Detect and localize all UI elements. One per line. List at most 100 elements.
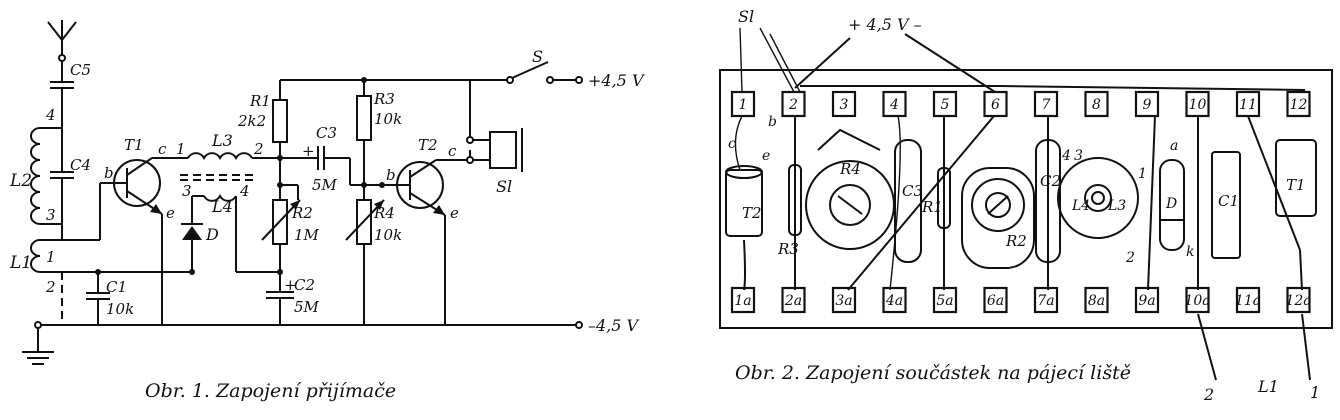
bottom-pad-6a: 6a <box>983 286 1008 314</box>
supply-wires <box>739 27 1306 93</box>
label-fig2-k: k <box>1186 244 1194 260</box>
label-r4: R4 <box>373 204 395 222</box>
label-fig2-a: a <box>1170 138 1178 154</box>
label-r3: R3 <box>373 90 395 108</box>
top-pad-label: 7 <box>1042 97 1051 113</box>
transformer-l3-l4 <box>170 152 280 273</box>
label-c3: C3 <box>316 124 337 142</box>
label-r3-value: 10k <box>374 110 402 128</box>
bottom-pad-5a: 5a <box>932 286 958 314</box>
capacitor-c1-body <box>1211 151 1241 259</box>
transistor-t2 <box>396 159 470 325</box>
bottom-pad-8a: 8a <box>1084 286 1109 314</box>
label-r1: R1 <box>249 92 271 110</box>
label-l1: L1 <box>9 253 32 273</box>
label-fig2-supply: + 4,5 V – <box>848 15 922 34</box>
coil-l3-l4-body <box>1057 157 1139 239</box>
potentiometer-r4 <box>345 196 385 325</box>
label-tap-1: 1 <box>46 248 56 266</box>
label-tap-2: 2 <box>45 278 56 296</box>
label-t1-base: b <box>104 164 114 182</box>
label-r4-value: 10k <box>374 226 402 244</box>
capacitor-c4 <box>50 128 74 240</box>
label-l4: L4 <box>211 197 233 216</box>
bottom-pad-label: 3a <box>835 293 852 309</box>
label-tap-4: 4 <box>45 106 56 124</box>
label-fig2-wire-1: 1 <box>1310 383 1320 402</box>
capacitor-c3-body <box>894 139 922 263</box>
label-c4: C4 <box>70 156 91 174</box>
label-c2-plus: + <box>284 276 297 294</box>
bottom-pad-label: 6a <box>987 293 1004 309</box>
label-fig2-l4: L4 <box>1071 198 1090 214</box>
bottom-pad-box <box>1286 286 1311 314</box>
capacitor-c1 <box>62 269 110 325</box>
top-pad-10: 10 <box>1185 90 1210 118</box>
label-t2-base: b <box>386 166 396 184</box>
bottom-pad-box <box>1134 286 1160 314</box>
capacitor-c2-body <box>1035 139 1061 263</box>
diode-d <box>98 196 203 275</box>
top-pad-label: 2 <box>788 97 798 113</box>
potentiometer-r2 <box>261 182 301 275</box>
top-pad-box <box>1134 90 1160 118</box>
label-d: D <box>205 225 219 244</box>
bottom-pad-box <box>1033 286 1059 314</box>
diode-d-body <box>1159 159 1185 251</box>
coil-l2 <box>30 127 62 225</box>
ground-symbol <box>22 321 54 365</box>
bottom-pad-box <box>1235 286 1261 314</box>
label-r1-value: 2k2 <box>237 112 266 130</box>
label-l4-pin4: 4 <box>239 182 250 200</box>
label-c2-value: 5M <box>294 298 320 316</box>
label-fig2-d: D <box>1165 196 1177 212</box>
top-pad-label: 5 <box>941 97 950 113</box>
label-fig2-sl: Sl <box>738 7 754 26</box>
label-fig2-r4: R4 <box>839 160 861 178</box>
top-pad-5: 5 <box>932 90 958 118</box>
top-pad-label: 12 <box>1290 97 1308 113</box>
label-fig2-n4: 4 <box>1061 148 1071 164</box>
transistor-t1 <box>113 157 170 325</box>
top-pad-label: 4 <box>889 97 899 113</box>
label-fig2-b: b <box>768 114 777 130</box>
label-l4-pin3: 3 <box>182 182 192 200</box>
bottom-pad-label: 1a <box>734 293 751 309</box>
bottom-pad-label: 8a <box>1088 293 1105 309</box>
top-pad-label: 9 <box>1143 97 1152 113</box>
label-t1-emitter: e <box>166 204 175 222</box>
bottom-pad-1a: 1a <box>730 286 756 314</box>
bottom-pad-box <box>730 286 756 314</box>
capacitor-c5 <box>50 61 74 128</box>
bottom-pad-label: 2a <box>784 293 802 309</box>
bottom-pad-label: 7a <box>1037 293 1054 309</box>
capacitor-c2 <box>266 272 294 325</box>
label-fig2-n1: 1 <box>1138 166 1147 182</box>
bottom-pad-10a: 10a <box>1184 286 1211 314</box>
label-fig2-wire-2: 2 <box>1203 385 1214 404</box>
label-fig2-r1: R1 <box>921 198 943 216</box>
label-l3-pin1: 1 <box>176 140 186 158</box>
label-c3-plus: + <box>302 142 315 160</box>
label-c2: C2 <box>294 276 315 294</box>
bottom-pad-box <box>781 286 806 314</box>
top-pad-label: 10 <box>1189 97 1207 113</box>
bottom-pad-9a: 9a <box>1134 286 1160 314</box>
label-tap-3: 3 <box>46 206 56 224</box>
label-t1: T1 <box>124 136 144 154</box>
label-fig2-c2: C2 <box>1040 172 1061 190</box>
top-pad-box <box>882 90 907 118</box>
earphone-sl <box>466 80 523 172</box>
top-pad-box <box>831 90 857 118</box>
label-l3-pin2: 2 <box>253 140 264 158</box>
top-pad-box <box>1286 90 1311 118</box>
potentiometer-r2-body <box>961 167 1035 269</box>
label-t2-collector: c <box>448 142 457 160</box>
top-pad-1: 1 <box>730 90 756 118</box>
top-pad-label: 1 <box>739 97 748 113</box>
top-pad-label: 11 <box>1239 97 1257 113</box>
capacitor-c3 <box>280 146 398 186</box>
